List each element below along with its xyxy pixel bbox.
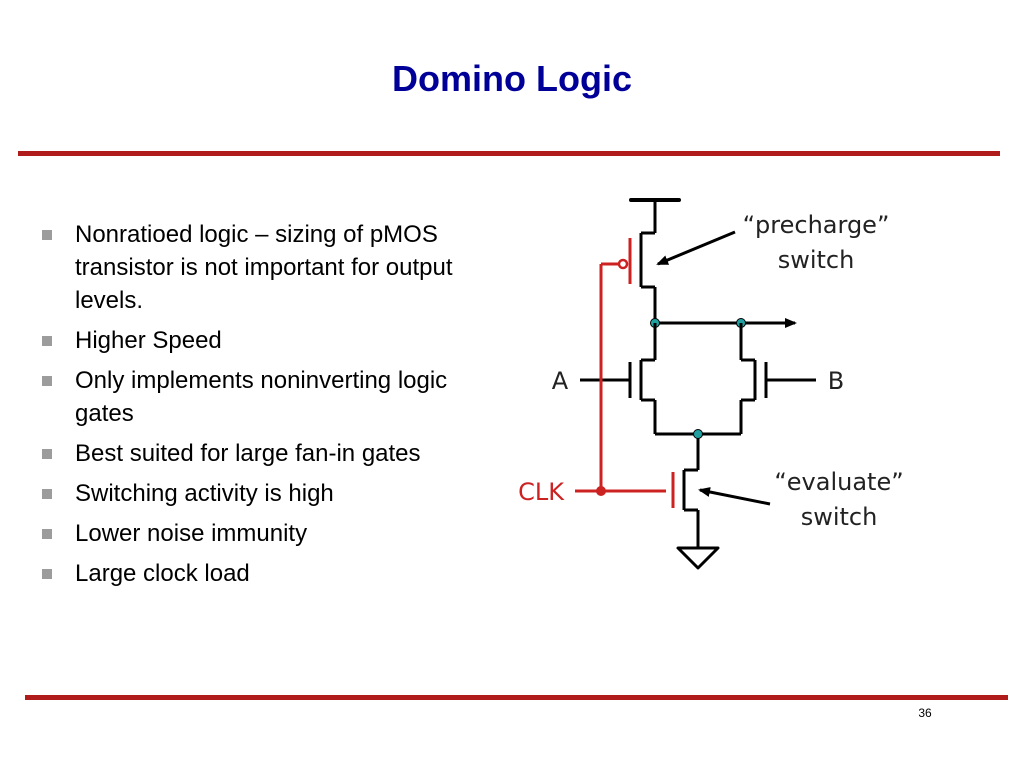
bullet-item: Switching activity is high <box>42 477 512 510</box>
square-bullet-icon <box>42 376 52 386</box>
nmos-transistor-a <box>580 323 657 434</box>
square-bullet-icon <box>42 449 52 459</box>
internal-node <box>655 429 741 470</box>
footer-divider <box>25 695 1008 700</box>
bullet-text: Large clock load <box>75 560 250 587</box>
precharge-label-line1: “precharge” <box>743 211 890 239</box>
bullet-item: Higher Speed <box>42 324 512 357</box>
title-divider <box>18 151 1000 156</box>
bullet-text: Higher Speed <box>75 327 222 354</box>
input-a-label: A <box>552 367 569 395</box>
evaluate-pointer-arrow <box>698 487 771 506</box>
bullet-item: Large clock load <box>42 557 512 590</box>
precharge-pmos-transistor <box>617 231 657 323</box>
vdd-rail <box>629 198 681 233</box>
evaluate-label-line2: switch <box>801 503 878 531</box>
bullet-item: Lower noise immunity <box>42 517 512 550</box>
evaluate-nmos-transistor <box>671 468 700 548</box>
square-bullet-icon <box>42 336 52 346</box>
input-b-label: B <box>828 367 844 395</box>
square-bullet-icon <box>42 569 52 579</box>
bullet-text: Only implements noninverting logic gates <box>75 367 448 427</box>
evaluate-label-line1: “evaluate” <box>774 468 903 496</box>
bullet-text: Lower noise immunity <box>75 520 308 547</box>
page-number: 36 <box>918 706 932 720</box>
square-bullet-icon <box>42 529 52 539</box>
bullet-text: Best suited for large fan-in gates <box>75 440 421 467</box>
square-bullet-icon <box>42 489 52 499</box>
square-bullet-icon <box>42 230 52 240</box>
precharge-pointer-arrow <box>656 230 736 266</box>
precharge-label-line2: switch <box>778 246 855 274</box>
clock-wire <box>575 262 666 496</box>
bullet-item: Only implements noninverting logic gates <box>42 364 512 430</box>
bullet-list: Nonratioed logic – sizing of pMOS transi… <box>42 218 512 597</box>
bullet-item: Nonratioed logic – sizing of pMOS transi… <box>42 218 512 317</box>
slide-title: Domino Logic <box>392 58 632 99</box>
nmos-transistor-b <box>739 323 816 434</box>
clock-label: CLK <box>518 478 565 506</box>
bullet-text: Switching activity is high <box>75 480 334 507</box>
output-node <box>650 318 797 328</box>
bullet-text: Nonratioed logic – sizing of pMOS transi… <box>75 221 453 314</box>
bullet-item: Best suited for large fan-in gates <box>42 437 512 470</box>
ground-symbol-icon <box>676 546 720 570</box>
